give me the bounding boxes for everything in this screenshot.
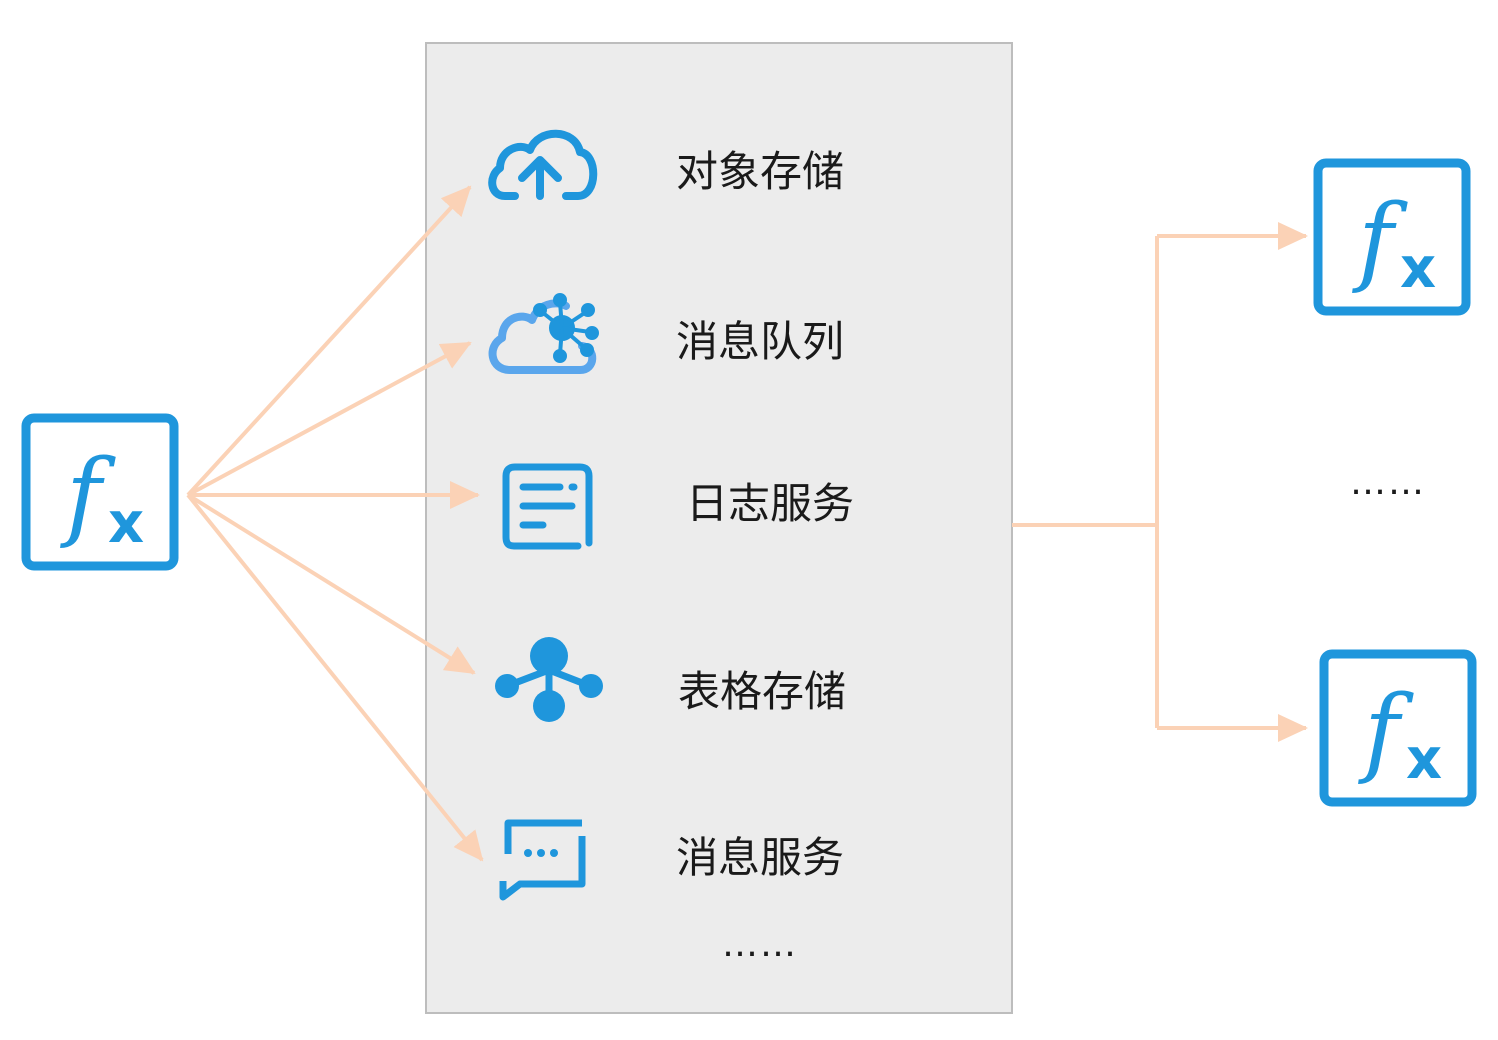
- right-ellipsis: ……: [1350, 462, 1426, 503]
- svg-text:x: x: [1400, 236, 1436, 301]
- svg-text:x: x: [108, 491, 144, 556]
- left-arrows: [186, 185, 484, 862]
- arrow-to-message-queue: [187, 341, 472, 497]
- log-document-icon: [502, 463, 593, 550]
- arrow-to-table-storage: [186, 493, 476, 675]
- service-label-table-storage: 表格存储: [678, 667, 846, 716]
- service-label-message-service: 消息服务: [676, 833, 844, 882]
- cloud-hub-icon: [488, 293, 599, 374]
- function-icon: f x: [1319, 649, 1477, 807]
- services-ellipsis: ……: [722, 924, 798, 965]
- cloud-upload-icon: [488, 129, 598, 200]
- function-icon: f x: [1313, 158, 1471, 316]
- service-label-message-queue: 消息队列: [676, 317, 844, 366]
- arrow-to-object-storage: [186, 185, 472, 497]
- tree-nodes-icon: [495, 637, 603, 722]
- arrow-to-message-service: [186, 493, 484, 862]
- service-label-log-service: 日志服务: [686, 479, 854, 528]
- svg-text:x: x: [1406, 727, 1442, 792]
- service-label-object-storage: 对象存储: [676, 147, 844, 196]
- function-icon: f x: [21, 413, 179, 571]
- right-connector: [1012, 222, 1308, 742]
- chat-message-icon: [499, 819, 586, 901]
